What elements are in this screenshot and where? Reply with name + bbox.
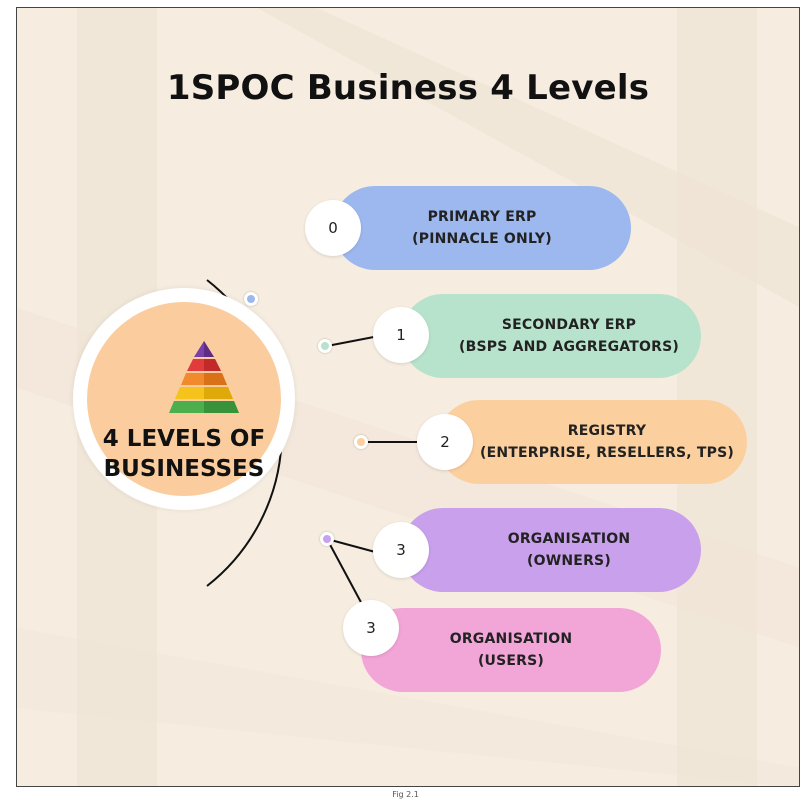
center-label: 4 LEVELS OF BUSINESSES [102,426,266,482]
level-2-label: REGISTRY(ENTERPRISE, RESELLERS, TPS) [479,423,734,461]
level-1-badge: 1 [373,307,429,363]
level-3-users-pill: ORGANISATION(USERS) [361,608,661,692]
level-3-owners-label: ORGANISATION(OWNERS) [507,531,631,569]
connector-dot-3 [320,532,334,546]
level-2-badge: 2 [417,414,473,470]
level-3-owners-badge: 3 [373,522,429,578]
page-title: 1SPOC Business 4 Levels [166,68,650,108]
level-0-badge: 0 [305,200,361,256]
level-2-pill: REGISTRY(ENTERPRISE, RESELLERS, TPS) [437,400,747,484]
level-1-pill: SECONDARY ERP(BSPS AND AGGREGATORS) [401,294,701,378]
level-1-label: SECONDARY ERP(BSPS AND AGGREGATORS) [459,317,679,355]
background-pattern [17,8,799,786]
level-3-users-label: ORGANISATION(USERS) [449,631,573,669]
connector-dot-1 [318,339,332,353]
pyramid-icon [169,341,239,413]
level-0-label: PRIMARY ERP(PINNACLE ONLY) [412,209,552,247]
infographic-frame: 1SPOC Business 4 Levels 4 LEVELS OF BUSI… [16,7,800,787]
level-3-users-badge: 3 [343,600,399,656]
connector-dot-2 [354,435,368,449]
level-3-owners-pill: ORGANISATION(OWNERS) [401,508,701,592]
connector-dot-0 [244,292,258,306]
figure-caption: Fig 2.1 [392,790,419,799]
level-0-pill: PRIMARY ERP(PINNACLE ONLY) [333,186,631,270]
